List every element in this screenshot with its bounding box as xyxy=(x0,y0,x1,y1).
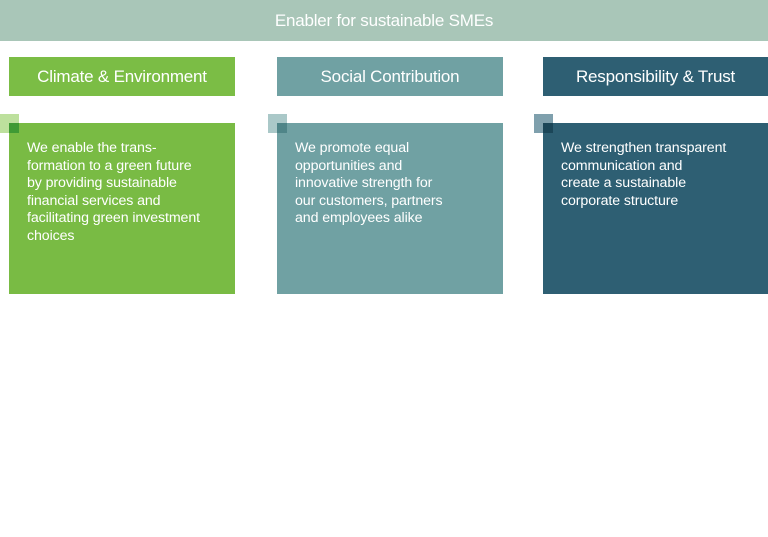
column-body-climate-environment: We enable the trans- formation to a gree… xyxy=(9,123,235,294)
column-social-contribution: Social Contribution We promote equal opp… xyxy=(277,57,503,294)
column-header-climate-environment: Climate & Environment xyxy=(9,57,235,96)
corner-square-decoration xyxy=(268,114,287,133)
banner: Enabler for sustainable SMEs xyxy=(0,0,768,41)
banner-title: Enabler for sustainable SMEs xyxy=(274,10,494,30)
corner-square-inner xyxy=(277,123,287,133)
column-header-responsibility-trust: Responsibility & Trust xyxy=(543,57,768,96)
column-header-social-contribution: Social Contribution xyxy=(277,57,503,96)
column-title: Climate & Environment xyxy=(37,66,207,86)
column-body-social-contribution: We promote equal opportunities and innov… xyxy=(277,123,503,294)
column-text: We strengthen transparent communication … xyxy=(561,140,727,209)
column-text: We promote equal opportunities and innov… xyxy=(295,140,443,227)
column-climate-environment: Climate & Environment We enable the tran… xyxy=(9,57,235,294)
column-text: We enable the trans- formation to a gree… xyxy=(27,140,200,244)
corner-square-decoration xyxy=(534,114,553,133)
column-title: Responsibility & Trust xyxy=(575,66,736,86)
corner-square-inner xyxy=(9,123,19,133)
corner-square-decoration xyxy=(0,114,19,133)
column-title: Social Contribution xyxy=(320,66,460,86)
corner-square-inner xyxy=(543,123,553,133)
column-responsibility-trust: Responsibility & Trust We strengthen tra… xyxy=(543,57,768,294)
column-body-responsibility-trust: We strengthen transparent communication … xyxy=(543,123,768,294)
